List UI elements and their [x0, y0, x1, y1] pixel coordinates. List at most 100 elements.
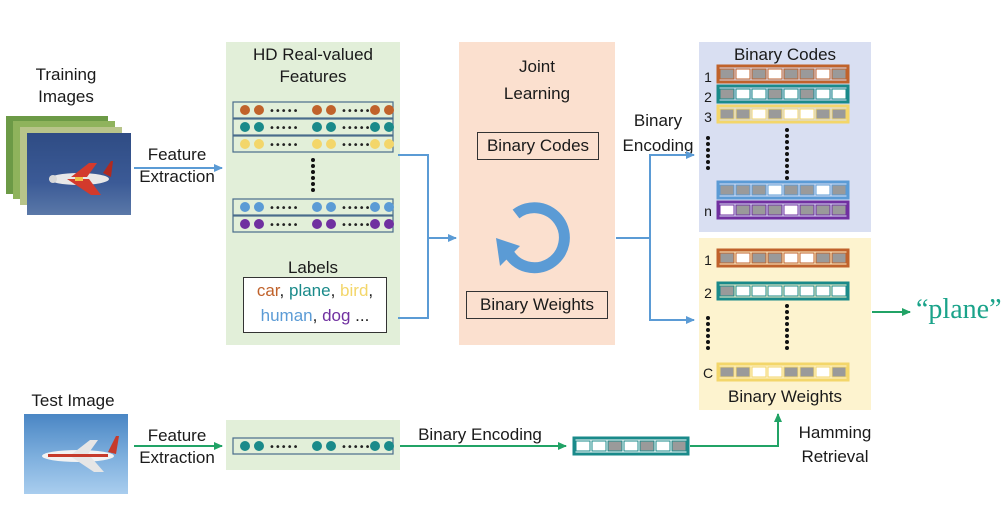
- weight-rows: [716, 248, 850, 382]
- code-row-3-cell-2: [751, 108, 767, 120]
- weight-row-1-frame: [716, 248, 850, 268]
- vdots-weights-dot-1: [706, 322, 710, 326]
- vdots-features-dot-4: [311, 182, 315, 186]
- weight-row-1-cell-5: [799, 252, 815, 264]
- vdots-weights-dot-4: [706, 340, 710, 344]
- cycle-arrow-icon: [496, 202, 570, 274]
- weight-row-2-cell-6: [815, 285, 831, 297]
- label-word-2-2: dog: [322, 306, 351, 325]
- feature-row-bird-dots-a: •••••: [269, 140, 299, 151]
- weight-row-2-cell-0: [719, 285, 735, 297]
- weight-row-1-cell-6: [815, 252, 831, 264]
- test-feature-row-dot-1: [254, 441, 264, 451]
- code-row-n-cell-6: [815, 204, 831, 216]
- test-binary-code: [572, 436, 690, 456]
- weight-row-2-cell-1: [735, 285, 751, 297]
- labels-line-2: human, dog ...: [244, 303, 386, 328]
- code-row-label-2: 2: [704, 89, 712, 105]
- vdots-features-dot-5: [311, 188, 315, 192]
- vdots-weights-dot-5: [785, 334, 789, 338]
- weight-row-1-cell-4: [783, 252, 799, 264]
- feature-row-human-dot-5: [384, 202, 394, 212]
- label-word-3: ,: [330, 281, 341, 300]
- code-row-1-cell-7: [831, 68, 847, 80]
- code-row-1-cell-3: [767, 68, 783, 80]
- test-code-row-cell-2: [607, 440, 623, 452]
- plane-icon: [42, 436, 119, 472]
- weight-row-2-cell-4: [783, 285, 799, 297]
- vdots-codes-dot-1: [706, 142, 710, 146]
- vdots-weights-dot-2: [706, 328, 710, 332]
- code-row-label-3: 3: [704, 109, 712, 125]
- code-row-n-frame: [716, 200, 850, 220]
- weight-row-1-cell-7: [831, 252, 847, 264]
- test-feature-row-dots-a: •••••: [269, 442, 299, 453]
- test-image-label: Test Image: [31, 391, 115, 410]
- code-row-blue-cell-2: [751, 184, 767, 196]
- test-code-row-frame: [572, 436, 690, 456]
- code-row-n-cell-0: [719, 204, 735, 216]
- code-row-3-frame: [716, 104, 850, 124]
- code-row-n-cell-4: [783, 204, 799, 216]
- feature-row-bird-dots-b: •••••: [341, 140, 371, 151]
- feature-row-human-dot-0: [240, 202, 250, 212]
- feature-row-bird-dot-3: [326, 139, 336, 149]
- label-word-2-3: ...: [350, 306, 370, 325]
- test-feature-row-dot-2: [312, 441, 322, 451]
- code-row-blue: [716, 180, 850, 200]
- hamming-retrieval-label: Hamming Retrieval: [798, 423, 872, 466]
- feature-row-plane-dots-a: •••••: [269, 123, 299, 134]
- test-feature-row: ••••• •••••: [232, 437, 394, 455]
- binary-encoding-top-label: Binary Encoding: [622, 111, 694, 155]
- vdots-codes-dot-4: [706, 160, 710, 164]
- weight-row-1: [716, 248, 850, 268]
- feature-row-human: ••••••••••: [232, 198, 394, 216]
- code-row-3-cell-0: [719, 108, 735, 120]
- arrow-labels-to-joint: [398, 238, 429, 319]
- feature-row-dog-dot-0: [240, 219, 250, 229]
- test-feature-row-dot-5: [384, 441, 394, 451]
- joint-binary-weights-box: Binary Weights: [466, 291, 608, 319]
- weight-row-c-cell-5: [799, 366, 815, 378]
- vdots-codes-dot-3: [706, 154, 710, 158]
- code-row-n-cell-1: [735, 204, 751, 216]
- code-row-blue-cell-4: [783, 184, 799, 196]
- label-word-2-1: ,: [312, 306, 323, 325]
- feature-row-plane-dot-0: [240, 122, 250, 132]
- label-word-2: plane: [288, 281, 331, 300]
- arrow-features-to-joint: [398, 154, 429, 238]
- binary-encoding-bottom-label: Binary Encoding: [418, 425, 542, 444]
- vdots-codes-dot-7: [785, 170, 789, 174]
- code-row-2-frame: [716, 84, 850, 104]
- code-row-2: [716, 84, 850, 104]
- training-image-plane: [27, 133, 131, 215]
- weight-row-c-cell-3: [767, 366, 783, 378]
- vdots-codes-dot-0: [706, 136, 710, 140]
- feature-row-human-dot-1: [254, 202, 264, 212]
- code-row-n: [716, 200, 850, 220]
- feature-extraction-top-label: Feature Extraction: [139, 145, 215, 186]
- weight-row-2-frame: [716, 281, 850, 301]
- feature-row-plane-dot-2: [312, 122, 322, 132]
- code-row-3-cell-6: [815, 108, 831, 120]
- code-row-1-frame: [716, 64, 850, 84]
- vdots-features-dot-0: [311, 158, 315, 162]
- vdots-weights-dot-1: [785, 310, 789, 314]
- feature-row-plane-dot-4: [370, 122, 380, 132]
- vdots-weights-dot-0: [785, 304, 789, 308]
- code-row-1-cell-6: [815, 68, 831, 80]
- vdots-codes-dot-6: [785, 164, 789, 168]
- output-label: “plane”: [916, 294, 1002, 325]
- vdots-codes-dot-8: [785, 176, 789, 180]
- feature-row-dog: ••••••••••: [232, 215, 394, 233]
- label-word-1: ,: [279, 281, 289, 300]
- test-feature-row-dots-b: •••••: [341, 442, 371, 453]
- binary-weights-title: Binary Weights: [727, 387, 842, 406]
- feature-rows: ••••••••••••••••••••••••••••••••••••••••…: [232, 101, 394, 233]
- training-images-label: Training Images: [35, 65, 97, 106]
- code-row-blue-cell-0: [719, 184, 735, 196]
- vdots-features-dot-2: [311, 170, 315, 174]
- vdots-weights-dot-7: [785, 346, 789, 350]
- test-feature-row-dot-0: [240, 441, 250, 451]
